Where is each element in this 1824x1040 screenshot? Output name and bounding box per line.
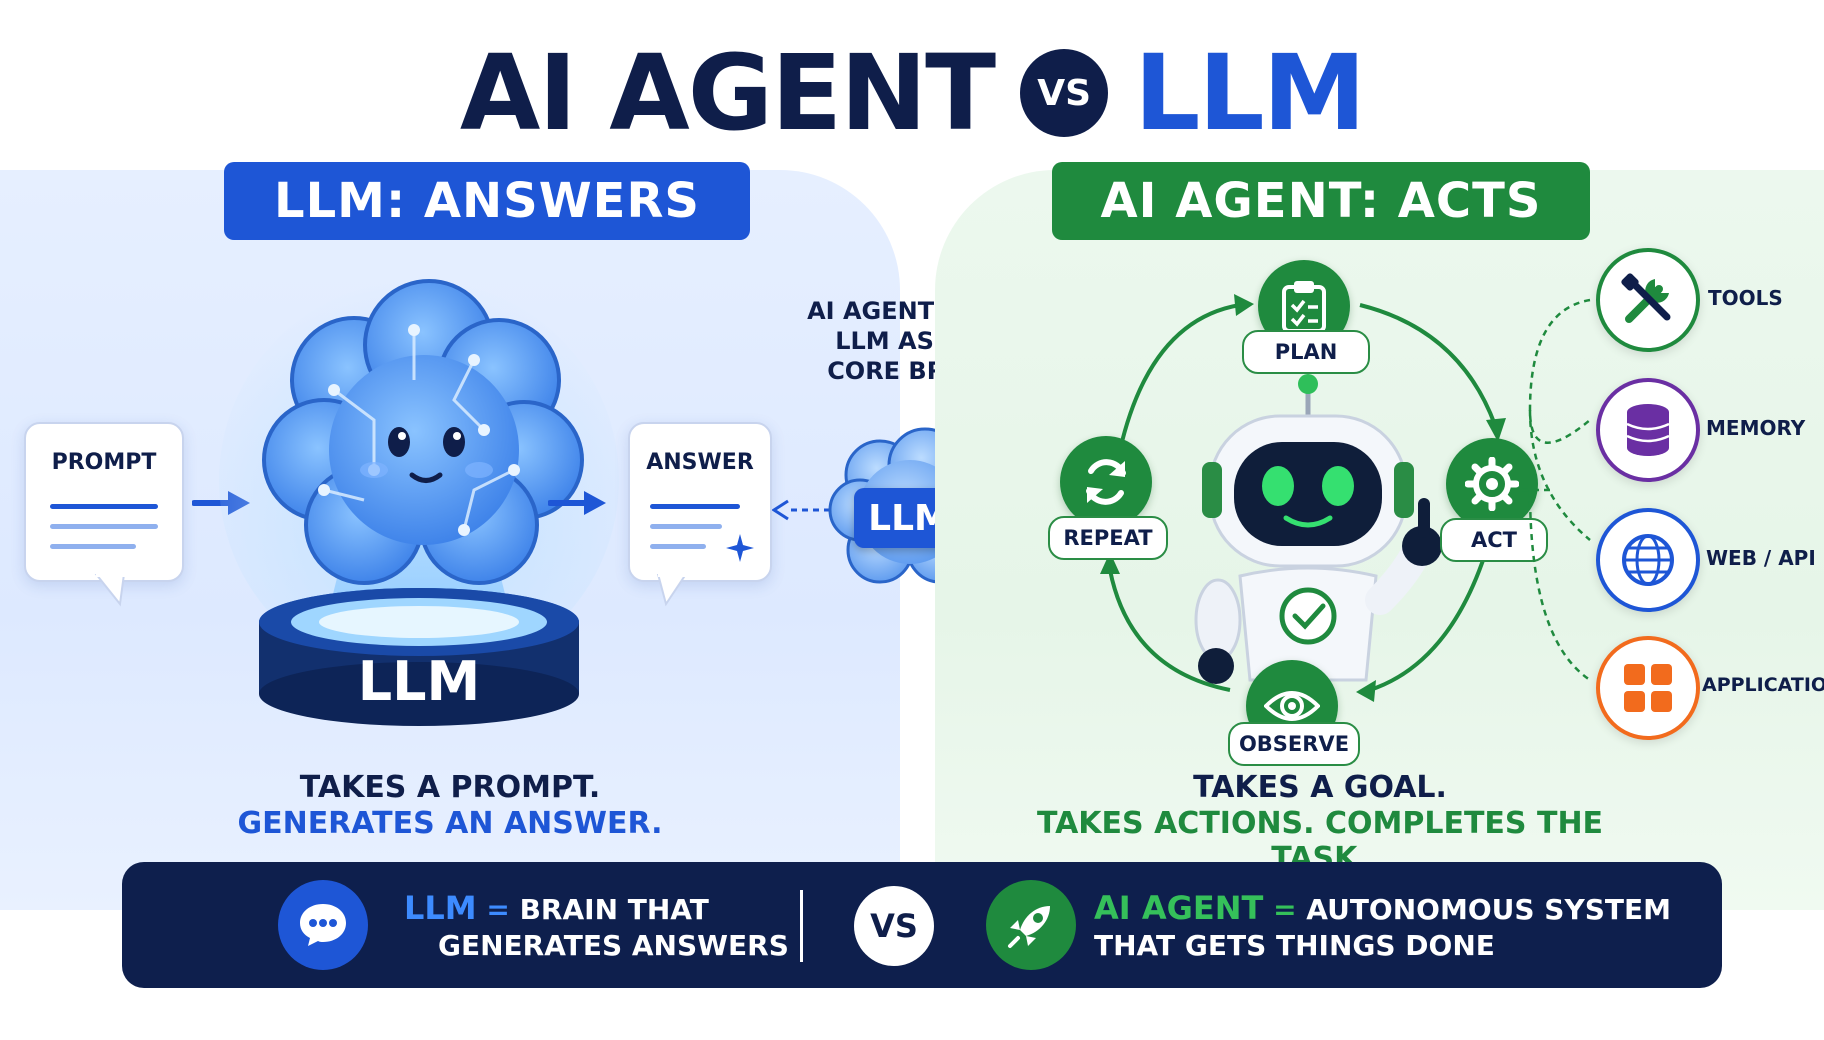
answer-line [650,544,706,549]
refresh-icon [1086,459,1126,505]
memory-resource [1596,378,1700,482]
chat-bubble-badge [278,880,368,970]
prompt-line [50,544,136,549]
clipboard-check-icon [1282,281,1326,333]
divider [800,890,803,962]
dashed-arrow-left-icon [772,499,830,521]
llm-caption-line2: GENERATES AN ANSWER. [237,806,663,841]
repeat-label: REPEAT [1048,516,1168,560]
agent-banner: AI AGENT: ACTS [1052,162,1590,240]
prompt-line [50,504,158,509]
title-llm: LLM [1134,32,1366,154]
sparkle-icon [726,534,754,562]
llm-definition: LLM = BRAIN THAT GENERATES ANSWERS [404,890,789,964]
resource-connector [1520,298,1591,682]
agent-definition: AI AGENT = AUTONOMOUS SYSTEM THAT GETS T… [1094,890,1671,964]
memory-label: MEMORY [1706,416,1806,440]
rocket-icon [1008,906,1050,948]
llm-banner: LLM: ANSWERS [224,162,750,240]
eye-icon [1264,691,1320,721]
applications-label: APPLICATIONS [1702,674,1824,696]
act-node [1446,438,1538,530]
globe-icon [1622,534,1674,586]
llm-def-line1: BRAIN THAT [519,893,709,926]
summary-bar: LLM = BRAIN THAT GENERATES ANSWERS VS AI… [122,862,1722,988]
repeat-node [1060,436,1152,528]
applications-resource [1596,636,1700,740]
chat-bubble-icon [300,904,346,946]
robot-illustration [1194,374,1442,684]
prompt-bubble: PROMPT [24,422,184,582]
llm-caption-line1: TAKES A PROMPT. [299,770,601,805]
tools-resource [1596,248,1700,352]
apps-grid-icon [1624,664,1672,712]
llm-def-line2: GENERATES ANSWERS [438,929,789,962]
brain-hologram [219,279,619,726]
prompt-line [50,524,158,529]
answer-label: ANSWER [646,450,754,475]
title-vs-badge: VS [1020,49,1109,137]
answer-line [650,504,740,509]
vs-badge: VS [854,886,934,966]
pedestal-label: LLM [357,650,481,713]
web-api-label: WEB / API [1706,546,1816,570]
agent-caption-line2: TAKES ACTIONS. COMPLETES THE TASK. [1036,806,1604,876]
plan-label: PLAN [1242,330,1370,374]
prompt-bubble-tail [94,574,126,607]
database-icon [1626,404,1670,456]
gear-icon [1465,457,1519,511]
page-title: AI AGENT VS LLM [0,28,1824,158]
title-ai-agent: AI AGENT [459,32,996,154]
llm-equals: = [486,893,510,926]
prompt-label: PROMPT [51,450,157,475]
agent-caption-line1: TAKES A GOAL. [1193,770,1447,805]
web-api-resource [1596,508,1700,612]
llm-term: LLM [404,889,477,927]
agent-def-line2: THAT GETS THINGS DONE [1094,929,1495,962]
tools-label: TOOLS [1708,286,1783,310]
agent-term: AI AGENT [1094,889,1264,927]
answer-line [650,524,722,529]
arrow-right-icon [548,491,606,515]
answer-bubble-tail [656,574,688,607]
tools-icon [1621,273,1671,323]
agent-def-line1: AUTONOMOUS SYSTEM [1306,893,1671,926]
observe-label: OBSERVE [1228,722,1360,766]
rocket-badge [986,880,1076,970]
answer-bubble: ANSWER [628,422,772,582]
agent-equals: = [1273,893,1297,926]
